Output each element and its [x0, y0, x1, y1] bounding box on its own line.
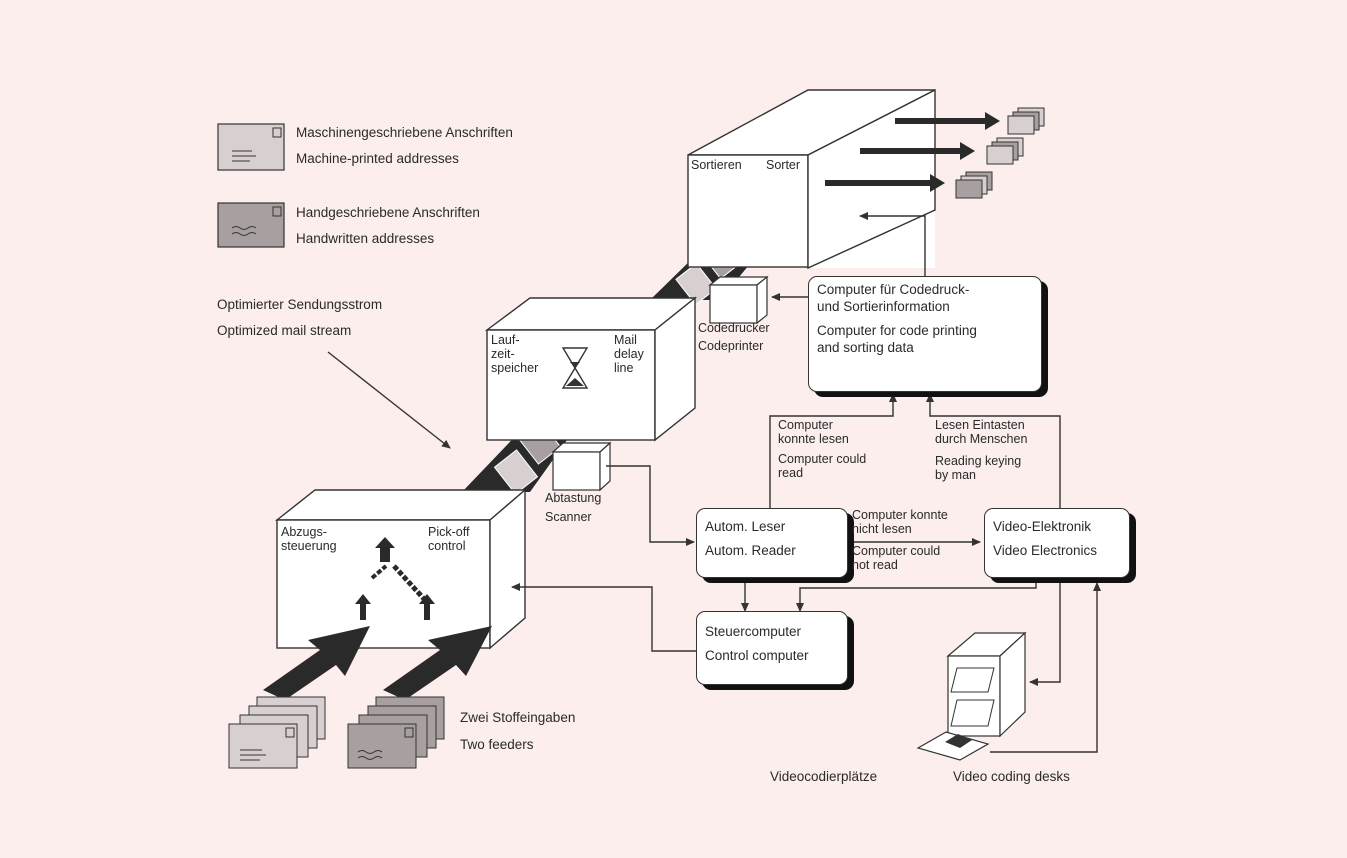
output-arrows	[825, 107, 1045, 199]
keying-label-de: Lesen Eintasten durch Menschen	[935, 418, 1028, 446]
control-label-en: Control computer	[705, 648, 809, 663]
video-label-en: Video Electronics	[993, 543, 1098, 558]
feeder-stack-hand	[347, 696, 445, 769]
delay-label-en: Mail delay line	[614, 333, 644, 375]
could-read-label-de: Computer konnte lesen	[778, 418, 849, 446]
delay-label-de: Lauf- zeit- speicher	[491, 333, 539, 375]
pickoff-label-de: Abzugs- steuerung	[281, 525, 337, 553]
pickoff-box	[263, 488, 527, 700]
reader-label-de: Autom. Leser	[705, 519, 786, 534]
video-coding-desk	[916, 631, 1027, 761]
legend-machine-en: Machine-printed addresses	[296, 151, 459, 166]
codeprinter-label-en: Codeprinter	[698, 339, 764, 353]
not-read-label-de: Computer konnte nicht lesen	[852, 508, 948, 536]
keying-label-en: Reading keying by man	[935, 454, 1022, 482]
delay-line-box	[484, 296, 697, 442]
automatic-reader-box: Autom. Leser Autom. Reader	[696, 508, 848, 578]
connectors	[327, 212, 1101, 753]
legend-envelope-hand	[217, 202, 285, 248]
computer-code-printing-box: Computer für Codedruck- und Sortierinfor…	[808, 276, 1042, 392]
stream-label-en: Optimized mail stream	[217, 323, 352, 338]
legend-hand-de: Handgeschriebene Anschriften	[296, 205, 480, 220]
desks-label-de: Videocodierplätze	[770, 769, 878, 784]
scanner-label-de: Abtastung	[545, 491, 602, 505]
desks-label-en: Video coding desks	[953, 769, 1070, 784]
codeprinter-box	[708, 275, 769, 325]
legend-envelope-machine	[217, 123, 285, 171]
sorter-label-en: Sorter	[766, 158, 801, 172]
video-label-de: Video-Elektronik	[993, 519, 1092, 534]
sorter-box	[687, 88, 936, 270]
stream-label-de: Optimierter Sendungsstrom	[217, 297, 383, 312]
pickoff-label-en: Pick-off control	[428, 525, 470, 553]
not-read-label-en: Computer could not read	[852, 544, 941, 572]
reader-label-en: Autom. Reader	[705, 543, 796, 558]
scanner-label-en: Scanner	[545, 510, 592, 524]
feeders-label-en: Two feeders	[460, 737, 534, 752]
control-label-de: Steuercomputer	[705, 624, 802, 639]
video-electronics-box: Video-Elektronik Video Electronics	[984, 508, 1130, 578]
sorter-label-de: Sortieren	[691, 158, 742, 172]
feeder-stack-machine	[228, 696, 326, 769]
feeders-label-de: Zwei Stoffeingaben	[460, 710, 576, 725]
control-computer-box: Steuercomputer Control computer	[696, 611, 848, 685]
could-read-label-en: Computer could read	[778, 452, 867, 480]
codeprinter-label-de: Codedrucker	[698, 321, 770, 335]
legend-hand-en: Handwritten addresses	[296, 231, 435, 246]
computer-code-label-de: Computer für Codedruck- und Sortierinfor…	[817, 282, 970, 314]
computer-code-label-en: Computer for code printing and sorting d…	[817, 323, 977, 355]
legend-machine-de: Maschinengeschriebene Anschriften	[296, 125, 513, 140]
scanner-box	[551, 441, 612, 492]
